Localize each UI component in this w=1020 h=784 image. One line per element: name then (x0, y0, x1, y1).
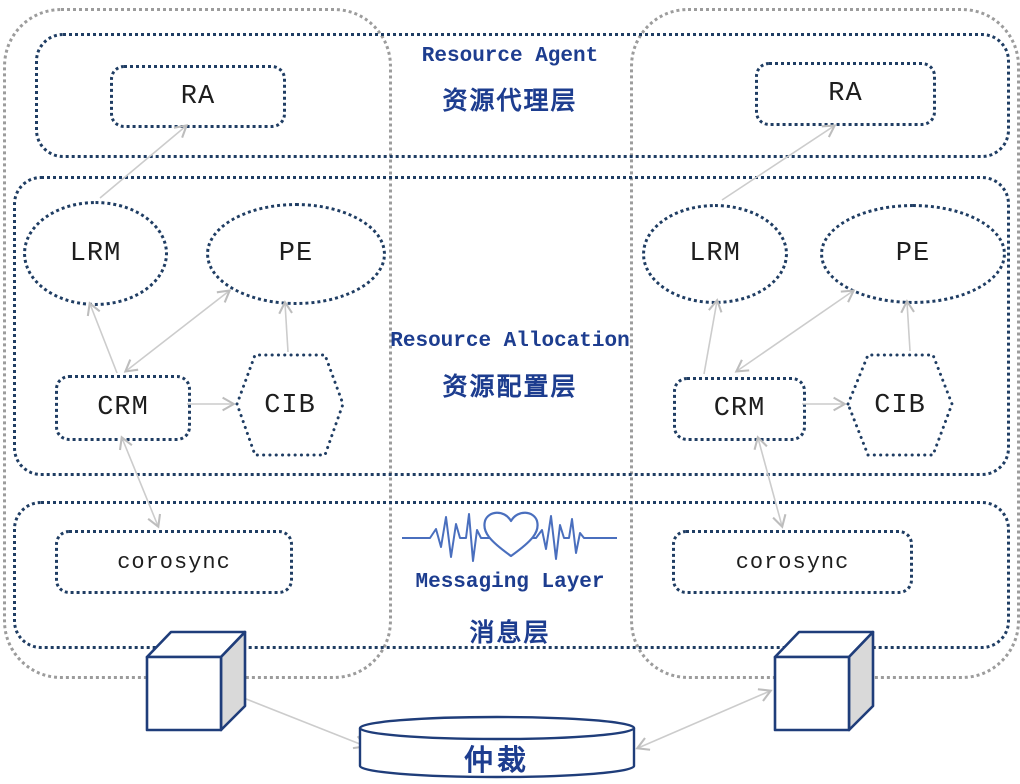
node2-ra-label: RA (828, 79, 863, 109)
arbiter-label: 仲裁 (463, 746, 530, 779)
arrow-cube1-arbiter-bidir (223, 687, 368, 750)
arrow-node1-cib-to-pe (278, 300, 293, 353)
arrow-node1-crm-corosync-bidir (118, 435, 162, 529)
resource-allocation-label-zh: 资源配置层 (442, 374, 578, 403)
arrow-cube2-arbiter-bidir (635, 688, 773, 751)
arbiter-cylinder (358, 715, 636, 779)
node2-cib-label: CIB (874, 391, 926, 421)
heartbeat-icon (402, 511, 617, 562)
node2-crm-box: CRM (673, 377, 806, 441)
resource-agent-label-zh: 资源代理层 (442, 88, 578, 117)
arrow-node2-crm-to-lrm (703, 298, 723, 375)
layer-messaging (13, 501, 1010, 649)
arrow-node1-lrm-to-ra (99, 124, 189, 199)
resource-allocation-label-en: Resource Allocation (390, 330, 630, 353)
node2-cube-icon (773, 630, 875, 732)
arrow-node1-crm-to-lrm (86, 301, 118, 374)
node2-corosync-label: corosync (735, 549, 850, 575)
node2-pe-label: PE (895, 239, 931, 269)
layer-resource-agent (35, 33, 1010, 158)
arrow-node2-lrm-to-ra (721, 124, 837, 201)
arrow-node1-crm-pe-bidir (123, 289, 232, 373)
messaging-layer-label-zh: 消息层 (469, 620, 551, 649)
node2-lrm-label: LRM (689, 239, 741, 269)
node1-cube-icon (145, 630, 247, 732)
arrow-node2-crm-corosync-bidir (753, 435, 787, 529)
node1-ra-box: RA (110, 65, 286, 128)
node2-ra-box: RA (755, 62, 936, 126)
node2-crm-label: CRM (713, 394, 766, 424)
node1-lrm-label: LRM (69, 238, 122, 269)
node1-pe-label: PE (278, 239, 314, 269)
node1-ra-label: RA (180, 81, 216, 112)
node1-cib-label: CIB (264, 391, 316, 421)
resource-agent-label-en: Resource Agent (421, 45, 599, 68)
layer-resource-allocation (13, 176, 1010, 476)
node2-cib-hexagon (846, 353, 954, 457)
node2-corosync-box: corosync (672, 530, 913, 594)
arrow-node2-crm-pe-bidir (734, 289, 856, 373)
node1-crm-label: CRM (97, 393, 149, 423)
node1-corosync-box: corosync (55, 530, 293, 594)
messaging-layer-label-en: Messaging Layer (415, 571, 605, 594)
node1-corosync-label: corosync (117, 549, 231, 575)
node1-pe-ellipse: PE (206, 203, 386, 305)
arrow-node2-cib-to-pe (900, 299, 915, 352)
